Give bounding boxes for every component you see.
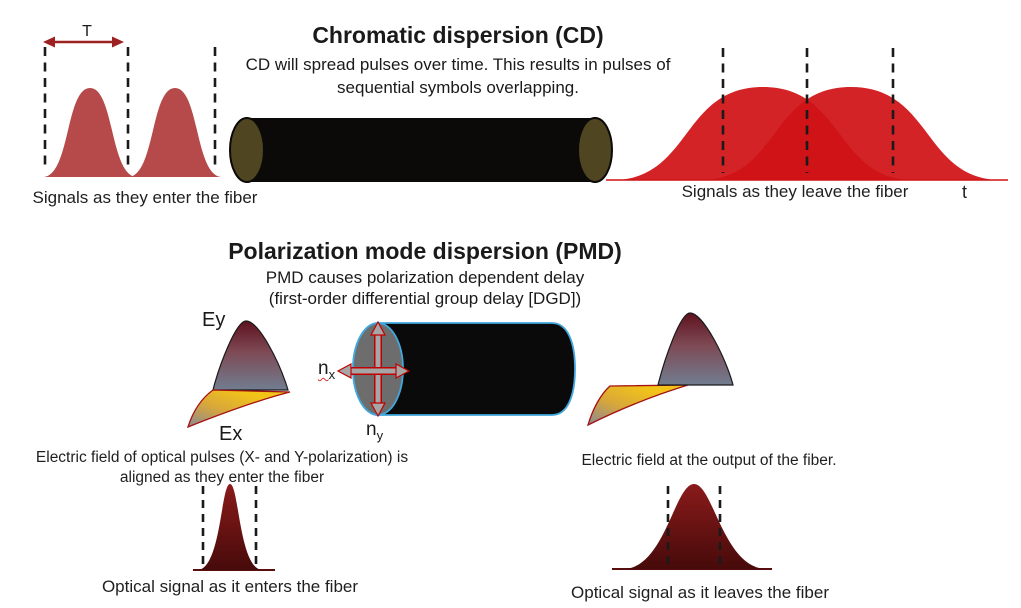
pmd-title-block: Polarization mode dispersion (PMD) PMD c… bbox=[175, 238, 675, 309]
nx-label-base: n bbox=[318, 358, 329, 379]
nx-label-sub: x bbox=[328, 366, 336, 382]
ey-label: Ey bbox=[202, 309, 226, 331]
symbol-period-label: T bbox=[82, 23, 92, 40]
input-pulse-2 bbox=[129, 88, 221, 177]
fiber-end-left bbox=[229, 117, 265, 183]
pmd-fiber-cylinder bbox=[336, 320, 576, 418]
ex-pulse-shape-delayed bbox=[586, 384, 689, 427]
symbol-boundary-dashed-lines bbox=[43, 47, 217, 168]
input-signal-pulse bbox=[198, 484, 262, 570]
ey-pulse-shape bbox=[212, 320, 289, 391]
cd-input-pulses-figure bbox=[43, 36, 221, 177]
output-signal-pulse bbox=[625, 484, 765, 569]
pmd-subtitle-line1: PMD causes polarization dependent delay bbox=[265, 268, 585, 287]
cd-output-caption: Signals as they leave the fiber bbox=[681, 182, 909, 201]
ex-label: Ex bbox=[219, 423, 243, 445]
pmd-output-field-figure bbox=[586, 312, 734, 427]
time-axis-label: t bbox=[962, 182, 968, 202]
fiber-body bbox=[230, 118, 612, 182]
pmd-subtitle-line2: (first-order differential group delay [D… bbox=[268, 289, 582, 308]
output-pulse-2 bbox=[705, 87, 997, 180]
ny-label-base: n bbox=[366, 419, 377, 440]
ny-label-sub: y bbox=[376, 427, 384, 443]
period-arrow bbox=[43, 36, 124, 48]
ny-label: ny bbox=[366, 419, 383, 443]
cd-input-caption: Signals as they enter the fiber bbox=[32, 188, 258, 207]
pmd-input-field-caption: Electric field of optical pulses (X- and… bbox=[22, 448, 422, 488]
cd-section-title: Chromatic dispersion (CD) bbox=[312, 22, 604, 48]
symbol-boundary-dashed-lines bbox=[721, 48, 895, 173]
pmd-output-signal-caption: Optical signal as it leaves the fiber bbox=[571, 583, 829, 602]
pmd-output-field-caption: Electric field at the output of the fibe… bbox=[581, 452, 837, 469]
cd-fiber-cylinder bbox=[229, 117, 613, 183]
cd-title-block: Chromatic dispersion (CD) CD will spread… bbox=[218, 22, 698, 99]
pmd-section-title: Polarization mode dispersion (PMD) bbox=[228, 238, 622, 264]
cd-subtitle-line2: sequential symbols overlapping. bbox=[337, 78, 579, 97]
cd-subtitle-line1: CD will spread pulses over time. This re… bbox=[245, 55, 671, 74]
ex-pulse-shape bbox=[186, 389, 291, 429]
cd-output-pulses-figure bbox=[606, 48, 1008, 181]
pmd-output-signal-figure bbox=[612, 484, 772, 570]
input-pulse-1 bbox=[44, 88, 136, 177]
ey-pulse-shape-delayed bbox=[657, 312, 734, 386]
fiber-end-right bbox=[577, 117, 613, 183]
pmd-input-field-figure bbox=[186, 320, 291, 429]
pmd-input-signal-figure bbox=[193, 484, 275, 571]
pmd-input-field-caption-line2: aligned as they enter the fiber bbox=[119, 469, 325, 486]
pmd-input-field-caption-line1: Electric field of optical pulses (X- and… bbox=[35, 449, 409, 466]
nx-label: nx bbox=[318, 358, 335, 382]
nx-axis-arrow bbox=[336, 362, 411, 380]
pmd-input-signal-caption: Optical signal as it enters the fiber bbox=[101, 577, 359, 596]
